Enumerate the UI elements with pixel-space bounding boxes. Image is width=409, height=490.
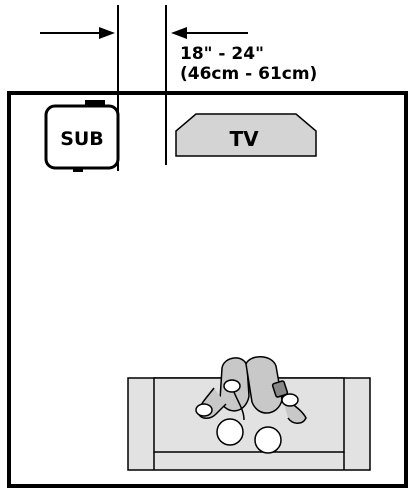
- measurement-imperial: 18" - 24": [180, 44, 264, 64]
- person-left: [195, 357, 250, 446]
- tv: TV: [175, 113, 317, 157]
- tv-shape: [175, 113, 317, 157]
- subwoofer-label: SUB: [60, 128, 104, 150]
- subwoofer-box: [44, 104, 120, 170]
- dimension-arrow-right: [171, 27, 248, 39]
- tv-label: TV: [229, 127, 259, 151]
- dimension-arrow-left: [40, 27, 115, 39]
- measurement-metric: (46cm - 61cm): [180, 64, 317, 84]
- person-right: [245, 356, 307, 454]
- subwoofer: SUB: [44, 100, 120, 172]
